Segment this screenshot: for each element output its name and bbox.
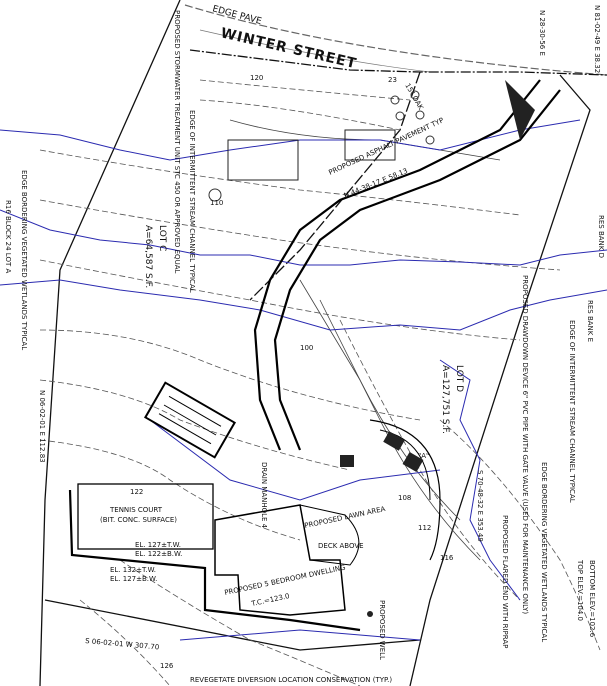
well-symbol: [367, 611, 373, 617]
lot-d-area: A=127,751 S.F.: [440, 365, 450, 434]
existing-building: [344, 129, 396, 161]
west-bearing: N 06-02-01 E 112.83: [38, 390, 46, 463]
driveway: [253, 79, 561, 451]
proposed-dwelling: [214, 504, 346, 616]
tennis-court: [77, 483, 214, 550]
wetland-label-left: EDGE BORDERING VEGETATED WETLANDS TYPICA…: [20, 170, 28, 350]
riprap: [383, 431, 405, 451]
contour-label: 110: [210, 199, 223, 207]
south-bearing: S 06-02-01 W 307.70: [85, 637, 160, 651]
tennis-surface-label: (BIT. CONC. SURFACE): [100, 516, 177, 524]
deck-label: DECK ABOVE: [318, 542, 364, 550]
wall-elev-1: EL. 127±T.W.: [135, 541, 181, 549]
contour-label: 108: [398, 494, 411, 502]
contour-label: 116: [440, 554, 454, 562]
lot-line: [249, 71, 421, 301]
riprap: [340, 455, 354, 467]
contour-label: 122: [130, 488, 143, 496]
street-name: WINTER STREET: [219, 25, 358, 72]
contour-lines: [39, 79, 601, 686]
contour-label: 100: [300, 344, 313, 352]
wall-elev-2: EL. 122±B.W.: [135, 550, 182, 558]
top-elev-label: TOP ELEV.=104.0: [576, 559, 584, 621]
bottom-elev-label: BOTTOM ELEV.=102.6: [588, 560, 596, 638]
east-property-line: [409, 74, 591, 686]
wetland-lines: [0, 119, 607, 641]
contour-label: 112: [418, 524, 431, 532]
east-bearing: S 70-48-32 E 353.49: [476, 470, 484, 542]
wall-elev-3: EL. 132±T.W.: [110, 566, 156, 574]
contour-label: 126: [160, 662, 174, 670]
adjacent-lot-label: R16 BLOCK 24 LOT A: [4, 200, 12, 273]
res-bank-d: RES BANK D: [597, 215, 605, 258]
lot-d-name: LOT D: [454, 365, 464, 392]
deck: [299, 504, 360, 566]
riprap: [402, 451, 424, 473]
west-property-line: [39, 0, 181, 686]
wetland-label-right: EDGE BORDERING VEGETATED WETLANDS TYPICA…: [540, 462, 548, 642]
well-label: PROPOSED WELL: [378, 600, 386, 660]
tree-label: 23: [388, 76, 397, 84]
a-mark: "A": [418, 452, 429, 460]
wall-elev-4: EL. 127±B.W.: [110, 575, 157, 583]
stormwater-basin: [143, 381, 237, 459]
stream-label-right: EDGE OF INTERMITTENT STREAM CHANNEL TYPI…: [568, 320, 576, 503]
tree-symbols: [208, 90, 435, 202]
dwelling-tc: T.C.=123.0: [250, 592, 290, 608]
tennis-label: TENNIS COURT: [109, 506, 163, 514]
lot-c-name: LOT C: [157, 225, 167, 251]
stormwater-label: PROPOSED STORMWATER TREATMENT UNIT STC 4…: [173, 10, 181, 273]
manhole-label: DRAIN MANHOLE 4: [260, 462, 268, 529]
res-bank-e: RES BANK E: [586, 300, 594, 342]
south-property-line: [44, 599, 421, 651]
drawdown-label: PROPOSED DRAWDOWN DEVICE 6" PVC PIPE WIT…: [521, 275, 529, 614]
edge-pave-label: EDGE PAVE: [211, 4, 263, 27]
street-line: [199, 29, 431, 73]
contour-label: 120: [250, 74, 263, 82]
oak-label: 15" OAK: [403, 82, 425, 112]
revegetate-label: REVEGETATE DIVERSION LOCATION CONSERVATI…: [190, 676, 392, 684]
edge-of-pavement: [184, 4, 607, 76]
infiltration-basin: [369, 419, 441, 561]
ne-bearing: N 28-30-56 E: [538, 10, 546, 56]
retaining-wall: [68, 489, 361, 632]
stream-label-left: EDGE OF INTERMITTENT STREAM CHANNEL TYPI…: [188, 110, 196, 293]
flared-end-label: PROPOSED FLARED END WITH RIPRAP: [501, 515, 509, 648]
lot-c-area: A=64,587 S.F.: [143, 225, 153, 288]
ne2-bearing: N 81-02-49 E 38.32: [593, 5, 601, 73]
existing-building: [227, 139, 299, 181]
